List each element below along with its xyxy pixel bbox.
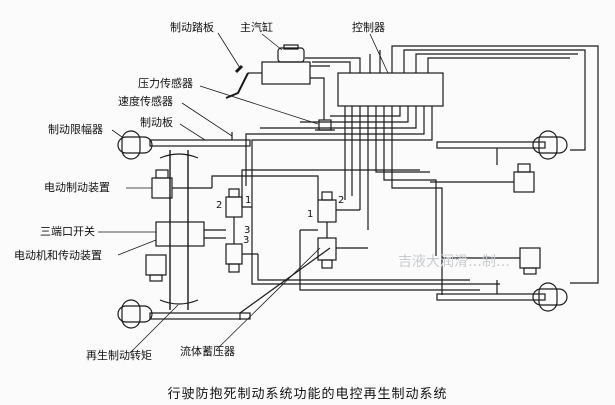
port-left-valve-1: 1 — [245, 195, 252, 206]
front-right-limiter — [538, 130, 558, 160]
label-speed-sensor: 速度传感器 — [118, 95, 173, 108]
leader-controller — [369, 33, 389, 74]
left-valve-upper — [225, 196, 243, 218]
brake-pedal — [225, 72, 249, 99]
brake-plate-rear — [149, 312, 251, 320]
leader-brake-plate — [179, 123, 206, 141]
left-valve-lower — [225, 243, 243, 265]
front-right-plate — [436, 141, 546, 149]
bleed-through-text: 吉液大润滑…制… — [398, 254, 510, 270]
label-brake-limiter: 制动限幅器 — [48, 123, 103, 136]
port-right-valve-1: 1 — [307, 209, 314, 220]
rear-right-limiter — [538, 282, 558, 312]
label-brake-plate: 制动板 — [140, 116, 173, 129]
hydraulic-lines — [211, 169, 500, 291]
label-controller: 控制器 — [352, 21, 385, 34]
right-valve-upper — [317, 199, 337, 223]
port-right-valve-2: 2 — [338, 195, 345, 206]
master-cylinder — [261, 61, 311, 85]
label-motor-transmission: 电动机和传动装置 — [14, 249, 102, 262]
leader-accumulator — [215, 247, 321, 351]
right-electric-brake-top — [513, 171, 535, 193]
leader-regen-torque — [129, 304, 179, 354]
leader-motor — [117, 239, 157, 256]
electric-brake-top — [151, 177, 173, 199]
controller-box — [337, 72, 444, 107]
label-pressure-sensor: 压力传感器 — [138, 77, 193, 90]
label-brake-pedal: 制动踏板 — [170, 21, 214, 34]
leader-master-cylinder — [261, 33, 283, 51]
front-left-limiter — [121, 130, 141, 160]
label-electric-brake-device: 电动制动装置 — [44, 181, 110, 194]
electric-brake-bottom — [145, 254, 167, 276]
right-valve-lower — [317, 237, 337, 261]
controller-input-wires — [305, 45, 599, 284]
right-electric-brake-bottom — [519, 247, 541, 269]
brake-plate-front — [149, 139, 251, 147]
label-fluid-accumulator: 流体蓄压器 — [180, 345, 235, 358]
port-left-valve-3: 3 — [244, 225, 251, 236]
port-left-valve-3b: 3 — [243, 235, 250, 246]
label-master-cylinder: 主汽缸 — [240, 21, 273, 34]
leader-pressure-sensor — [199, 85, 319, 125]
brake-system-diagram — [98, 32, 599, 354]
label-three-port-switch: 三端口开关 — [40, 225, 95, 238]
leader-speed-sensor — [181, 102, 233, 137]
leader-brake-pedal — [217, 32, 241, 69]
port-left-valve-2: 2 — [216, 200, 223, 211]
motor-transmission-box — [155, 221, 205, 247]
rear-right-plate — [436, 293, 546, 301]
figure-caption: 行驶防抱死制动系统功能的电控再生制动系统 — [167, 387, 448, 402]
leader-brake-limiter — [111, 129, 123, 138]
label-regenerative-torque: 再生制动转矩 — [86, 349, 152, 362]
rear-left-limiter — [121, 299, 141, 329]
controller-output-wires — [245, 106, 443, 295]
